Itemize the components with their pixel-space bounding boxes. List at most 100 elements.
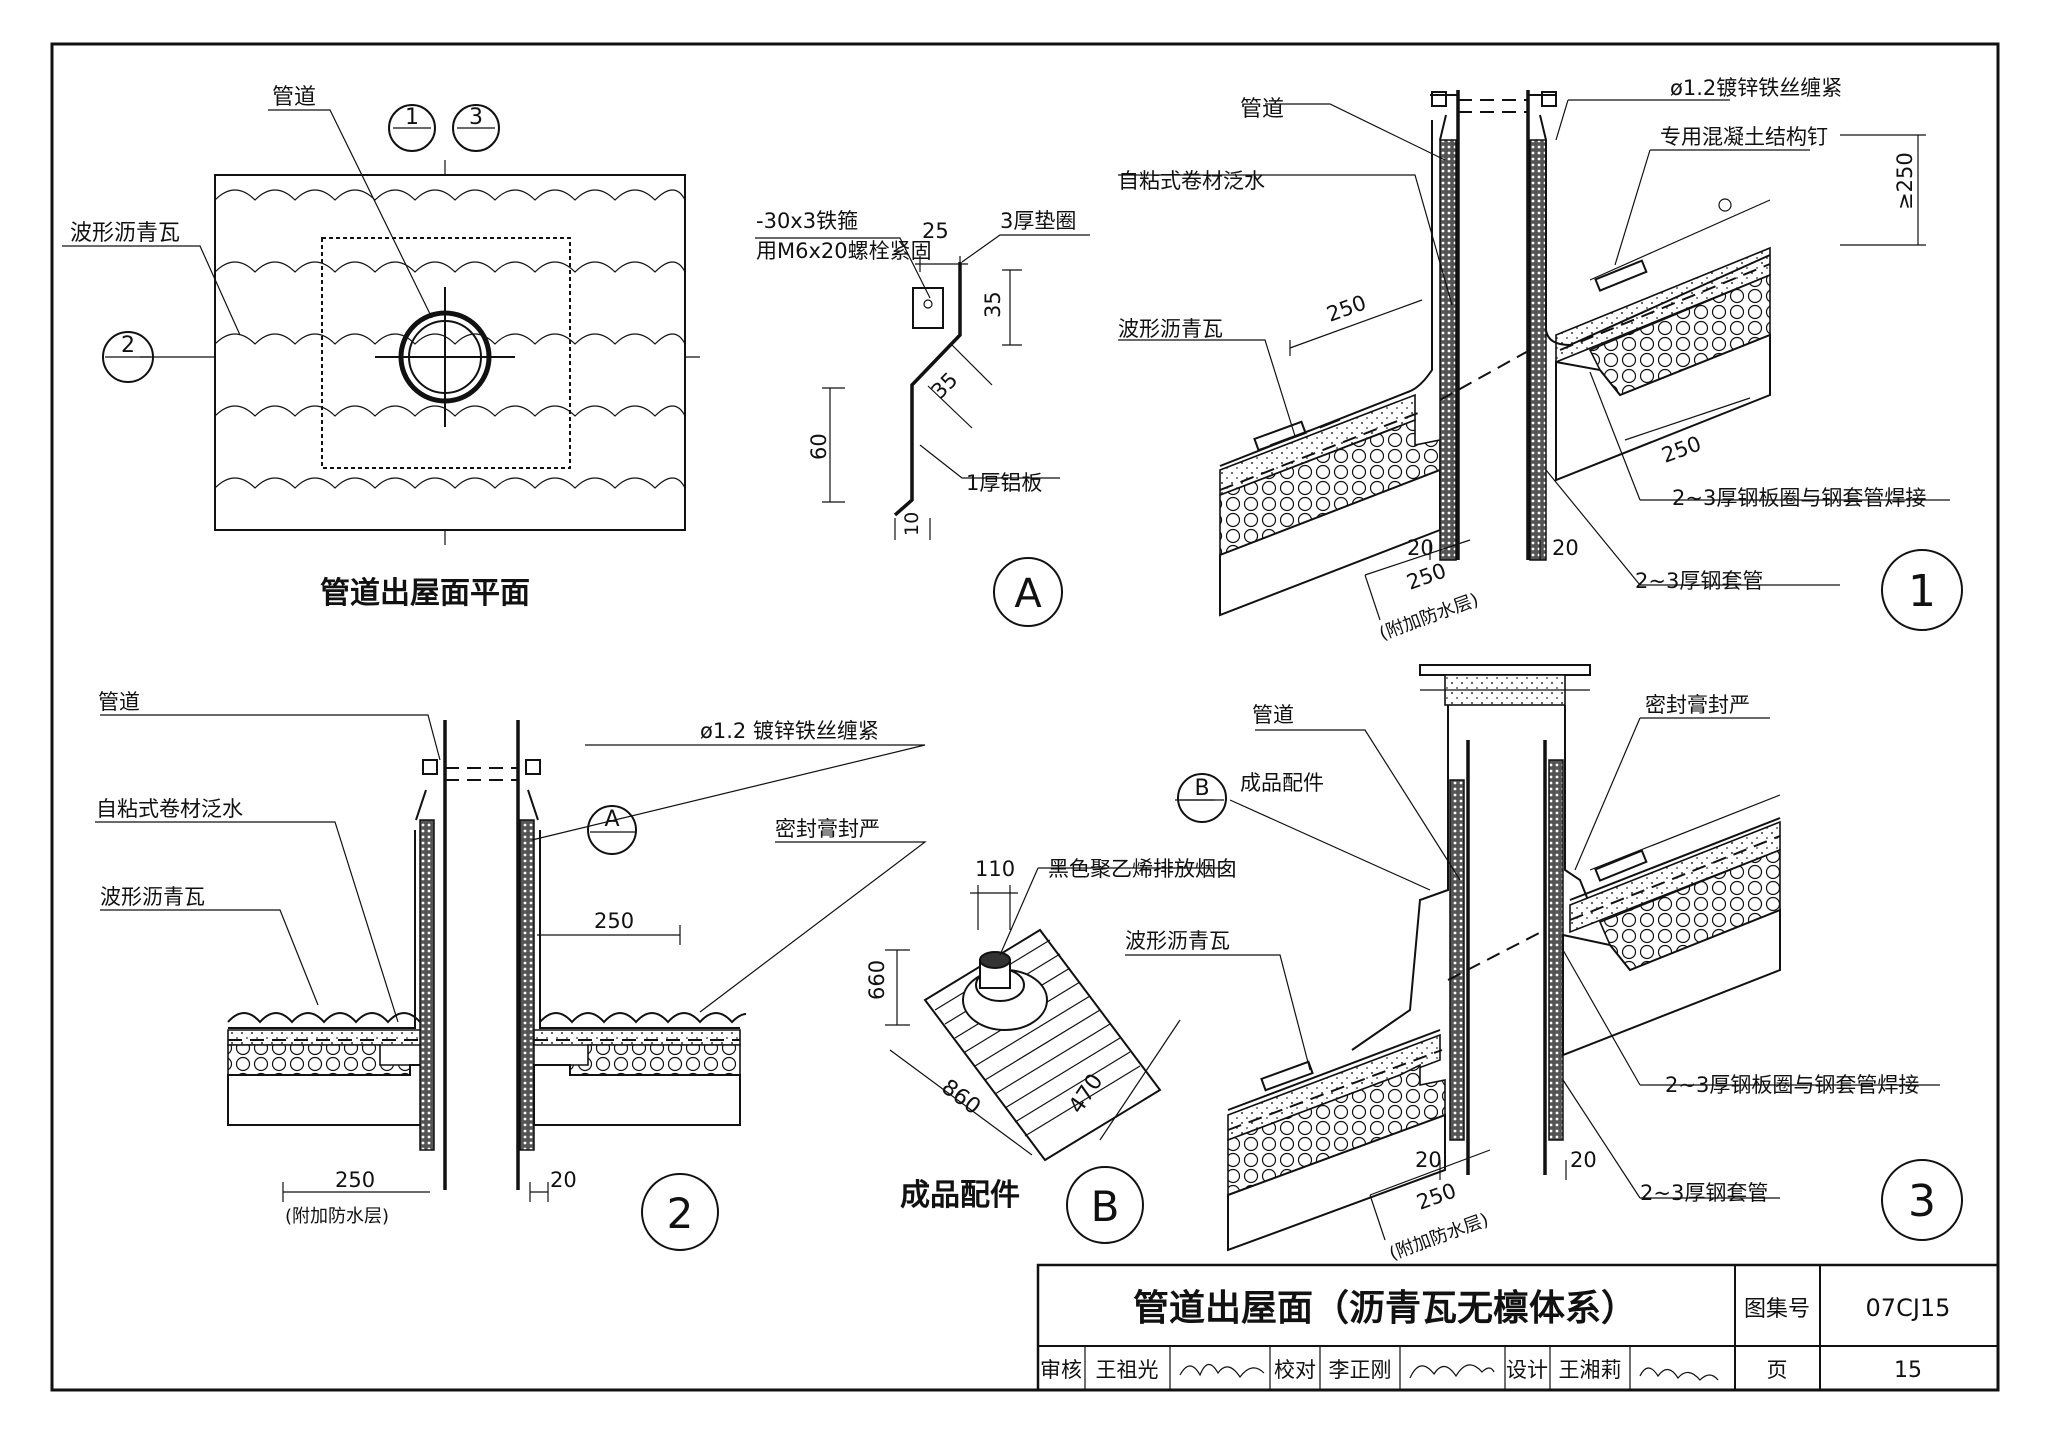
d2-left-tile — [227, 1012, 435, 1024]
d2-d250a: 250 — [594, 909, 634, 933]
d2-right-concrete — [533, 1029, 741, 1046]
db-d110: 110 — [975, 857, 1015, 881]
plan-view — [62, 104, 700, 545]
d1-mark: 1 — [1908, 566, 1936, 617]
detail-a-hoop-label: -30x3铁箍 — [756, 209, 858, 233]
d1-tile-label: 波形沥青瓦 — [1118, 317, 1223, 341]
detail-a-hoop — [912, 287, 944, 329]
d2-flashing-label: 自粘式卷材泛水 — [96, 797, 243, 821]
d2-left-slab — [227, 1064, 429, 1126]
db-d470: 470 — [1064, 1070, 1108, 1119]
d3-sealant-label: 密封膏封严 — [1645, 693, 1750, 717]
d3-fitting-label: 成品配件 — [1240, 771, 1324, 795]
d3-d250: 250 — [1414, 1178, 1460, 1214]
d3-fitting — [1351, 705, 1449, 1051]
detail-a-d35a: 35 — [981, 291, 1005, 318]
d1-sleeve-right — [1529, 139, 1547, 561]
d3-pipe-label: 管道 — [1252, 703, 1294, 727]
plan-pipe-label: 管道 — [272, 85, 316, 110]
detail-a-washer-label: 3厚垫圈 — [1000, 209, 1076, 233]
d3-d20b: 20 — [1570, 1148, 1597, 1172]
d3-mark: 3 — [1908, 1176, 1936, 1227]
detail-2-drawing — [95, 714, 927, 1251]
d2-left-insulation — [227, 1044, 411, 1076]
d2-right-insulation — [569, 1044, 741, 1076]
plan-ref-2: 2 — [121, 333, 135, 358]
d3-d20a: 20 — [1415, 1148, 1442, 1172]
review-label: 审核 — [1040, 1358, 1082, 1382]
plan-tile-waves — [214, 189, 686, 489]
detail-a-d10: 10 — [901, 512, 923, 536]
d3-left-slab — [1227, 1113, 1446, 1252]
plan-ref-1: 1 — [405, 105, 419, 130]
d2-extra-label: (附加防水层) — [285, 1206, 389, 1227]
d2-tile-label: 波形沥青瓦 — [100, 885, 205, 909]
d3-extra-label: (附加防水层) — [1387, 1209, 1492, 1264]
d1-ge250: ≥250 — [1893, 152, 1917, 210]
d1-flashing-label: 自粘式卷材泛水 — [1118, 169, 1265, 193]
d1-right-slab — [1555, 333, 1771, 482]
atlas-no: 07CJ15 — [1866, 1294, 1951, 1322]
detail-a-plate-label: 1厚铝板 — [966, 471, 1042, 495]
d1-d20b: 20 — [1552, 536, 1579, 560]
d2-wire-label: ø1.2 镀锌铁丝缠紧 — [700, 719, 879, 743]
d1-pipe-walls — [1456, 90, 1530, 560]
design-label: 设计 — [1506, 1358, 1548, 1382]
d2-pipe-label: 管道 — [98, 690, 140, 714]
d3-tile-label: 波形沥青瓦 — [1125, 929, 1230, 953]
d2-sleeve-left — [419, 819, 435, 1151]
d2-sleeve-right — [519, 819, 535, 1151]
d2-sealant-label: 密封膏封严 — [775, 817, 880, 841]
detail-a-d25: 25 — [922, 219, 949, 243]
detail-a-bolt-label: 用M6x20螺栓紧固 — [756, 239, 932, 263]
db-mark: B — [1091, 1182, 1120, 1231]
d2-ref-a: A — [604, 807, 619, 832]
d3-pipe-walls — [1466, 740, 1547, 1175]
d1-ring-label: 2~3厚钢板圈与钢套管焊接 — [1672, 486, 1926, 510]
detail-3-drawing — [1125, 664, 1963, 1252]
plan-tile-label: 波形沥青瓦 — [70, 221, 180, 246]
d3-sleeve-right — [1548, 759, 1564, 1141]
db-mark-circle — [1066, 1166, 1144, 1244]
detail-b-drawing — [885, 867, 1225, 1162]
d2-left-concrete — [227, 1029, 429, 1046]
db-chimney-label: 黑色聚乙烯排放烟囱 — [1048, 857, 1237, 881]
d3-sleeve-left — [1449, 779, 1465, 1141]
db-caption: 成品配件 — [900, 1178, 1020, 1213]
detail-a-d35b: 35 — [927, 368, 963, 404]
reviewer-name: 王祖光 — [1096, 1358, 1159, 1382]
page-label: 页 — [1767, 1358, 1788, 1382]
title-block — [1036, 1263, 2000, 1392]
checker-name: 李正刚 — [1329, 1358, 1392, 1382]
db-d860: 860 — [936, 1075, 985, 1120]
sheet-frame — [50, 42, 2000, 1392]
d3-ref-b: B — [1194, 776, 1209, 801]
detail-a-drawing — [755, 234, 1090, 627]
d2-right-slab — [533, 1064, 741, 1126]
d1-sleeve-left — [1439, 139, 1457, 561]
detail-1-drawing — [1118, 90, 1963, 631]
plan-ref-3: 3 — [469, 105, 483, 130]
d1-sleeve-label: 2~3厚钢套管 — [1635, 569, 1763, 593]
plan-title: 管道出屋面平面 — [320, 576, 530, 611]
d3-ring-label: 2~3厚钢板圈与钢套管焊接 — [1665, 1073, 1919, 1097]
d1-wire-label: ø1.2镀锌铁丝缠紧 — [1670, 76, 1842, 100]
d1-nail-label: 专用混凝土结构钉 — [1660, 125, 1828, 149]
title-block-title: 管道出屋面（沥青瓦无檩体系） — [1133, 1288, 1637, 1329]
d2-right-tile — [539, 1012, 747, 1024]
detail-a-mark: A — [1014, 571, 1042, 617]
db-d660: 660 — [865, 960, 889, 1000]
d2-d250b: 250 — [335, 1168, 375, 1192]
d3-left-concrete — [1227, 1033, 1441, 1142]
d1-extra-label: (附加防水层) — [1377, 589, 1482, 644]
plan-flashing-outline — [321, 237, 571, 469]
d2-mark: 2 — [667, 1189, 694, 1238]
detail-a-d60: 60 — [807, 433, 831, 460]
d2-d20: 20 — [550, 1168, 577, 1192]
d3-sleeve-label: 2~3厚钢套管 — [1640, 1181, 1768, 1205]
atlas-label: 图集号 — [1744, 1297, 1810, 1322]
d1-d250c: 250 — [1404, 558, 1450, 594]
plan-tile-area — [214, 174, 686, 531]
d1-pipe-label: 管道 — [1240, 97, 1284, 122]
